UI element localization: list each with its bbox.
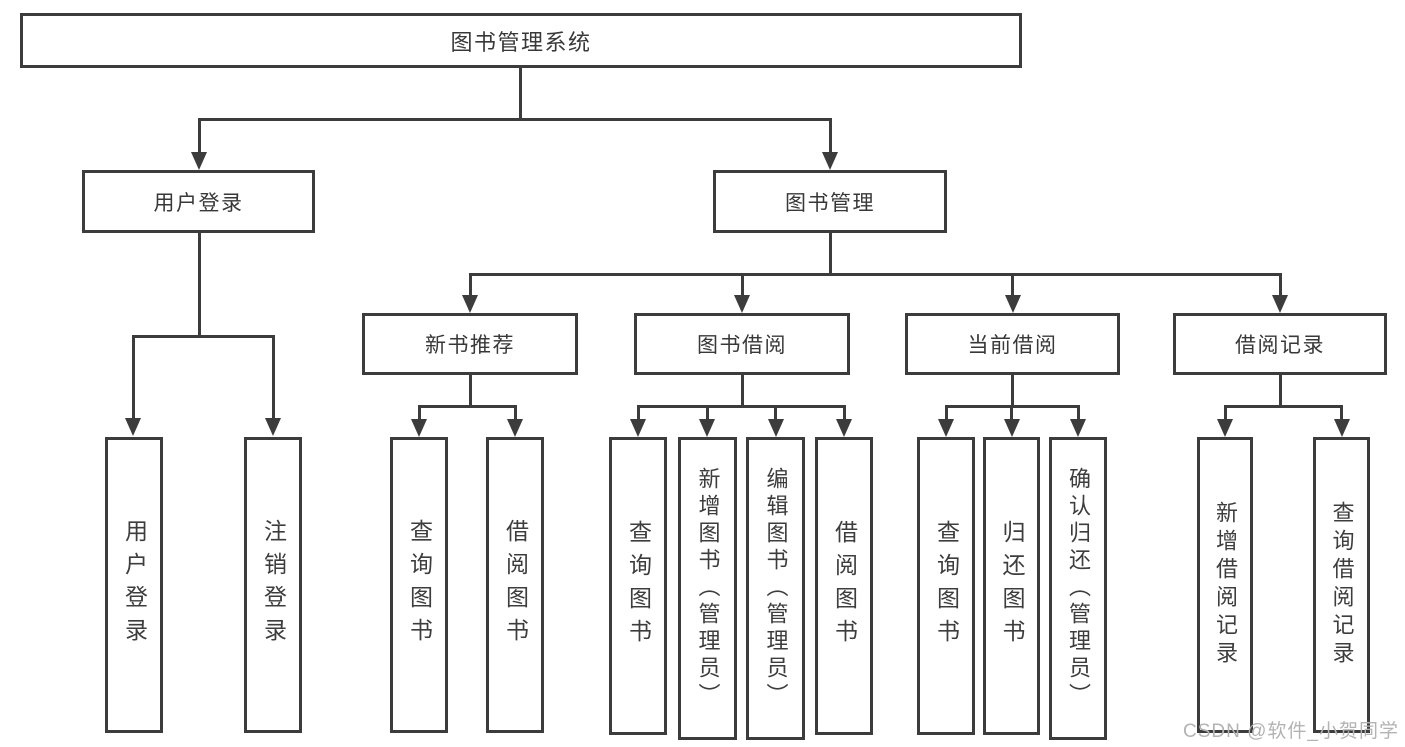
leaf-confirm-return-admin-label: 确认归还（管理员） [1066,467,1091,710]
arrow-down-icon [462,295,478,313]
connector-leaf [774,405,777,421]
connector-to-current-borrowing [1011,273,1014,297]
connector-level3-bar [468,273,1282,276]
arrow-down-icon [191,152,207,170]
connector-leaf [513,405,517,421]
leaf-logout-label: 注销登录 [260,519,287,651]
connector-recommend-stem [468,375,472,408]
node-borrowing-records-label: 借阅记录 [1235,334,1325,357]
node-book-management-label: 图书管理 [785,191,875,215]
leaf-add-borrow-record: 新增借阅记录 [1197,437,1253,733]
connector-root-bar [197,118,832,121]
leaf-query-borrow-record-label: 查询借阅记录 [1329,501,1355,669]
connector-records-stem [1278,375,1282,408]
arrow-down-icon [938,419,954,437]
leaf-query-books-current: 查询图书 [917,437,975,735]
leaf-query-borrow-record: 查询借阅记录 [1313,437,1370,733]
leaf-return-books: 归还图书 [983,437,1040,735]
connector-leaf [705,405,709,421]
arrow-down-icon [411,419,427,437]
connector-leaf [944,405,948,421]
connector-book-management-stem [828,233,832,276]
connector-to-book-borrowing [740,273,744,297]
connector-user-login-bar [131,335,275,338]
connector-to-user-login [197,118,201,154]
arrow-down-icon [265,418,281,436]
connector-current-stem [1011,375,1014,408]
arrow-down-icon [734,295,750,313]
arrow-down-icon [699,419,715,437]
connector-leaf [1223,405,1227,421]
node-root-system: 图书管理系统 [20,13,1022,68]
leaf-confirm-return-admin: 确认归还（管理员） [1049,437,1107,740]
node-book-borrowing: 图书借阅 [634,313,850,375]
arrow-down-icon [630,419,646,437]
leaf-query-books-borrowing-label: 查询图书 [625,520,652,652]
arrow-down-icon [1272,295,1288,313]
connector-leaf [1010,405,1013,421]
node-book-borrowing-label: 图书借阅 [697,334,787,357]
node-book-management: 图书管理 [713,170,947,233]
connector-borrowing-stem [740,375,744,408]
connector-root-trunk [518,66,522,121]
leaf-logout: 注销登录 [244,437,302,733]
node-user-login-label: 用户登录 [153,191,244,215]
node-new-book-recommendation: 新书推荐 [362,313,578,375]
leaf-user-login-label: 用户登录 [121,519,148,651]
node-current-borrowing: 当前借阅 [905,313,1120,375]
connector-recommend-bar [417,405,517,408]
leaf-add-books-admin: 新增图书（管理员） [678,437,737,740]
arrow-down-icon [125,418,141,436]
leaf-borrow-books-recommend-label: 借阅图书 [502,519,529,651]
leaf-return-books-label: 归还图书 [999,520,1025,652]
arrow-down-icon [822,152,838,170]
leaf-query-books-borrowing: 查询图书 [609,437,667,735]
connector-to-leaf-logout [271,335,275,419]
arrow-down-icon [1070,419,1086,437]
leaf-edit-books-admin: 编辑图书（管理员） [746,437,805,740]
connector-to-book-management [828,118,832,154]
leaf-borrow-books-label: 借阅图书 [831,520,858,652]
connector-leaf [1076,405,1080,421]
arrow-down-icon [767,419,784,437]
node-current-borrowing-label: 当前借阅 [967,334,1058,357]
connector-to-leaf-user-login [131,335,135,419]
connector-leaf [417,405,421,421]
connector-to-borrowing-records [1278,273,1282,297]
connector-records-bar [1223,405,1343,408]
leaf-query-books-recommend-label: 查询图书 [406,519,433,651]
connector-leaf [1340,405,1343,421]
leaf-borrow-books: 借阅图书 [815,437,873,735]
connector-borrowing-bar [636,405,846,408]
arrow-down-icon [1333,419,1350,437]
leaf-user-login: 用户登录 [105,437,163,733]
connector-leaf [636,405,640,421]
node-new-book-recommendation-label: 新书推荐 [425,334,515,357]
csdn-watermark: CSDN @软件_小贺同学 [1183,721,1399,742]
arrow-down-icon [836,419,852,437]
leaf-add-books-admin-label: 新增图书（管理员） [695,467,721,710]
connector-user-login-stem [197,233,201,338]
connector-leaf [842,405,846,421]
arrow-down-icon [1217,419,1233,437]
leaf-edit-books-admin-label: 编辑图书（管理员） [763,467,789,710]
node-user-login: 用户登录 [82,170,315,233]
node-borrowing-records: 借阅记录 [1173,313,1387,375]
leaf-query-books-current-label: 查询图书 [933,520,960,652]
leaf-query-books-recommend: 查询图书 [390,437,448,733]
arrow-down-icon [1004,295,1021,313]
node-root-label: 图书管理系统 [450,29,592,55]
connector-to-new-book-recommendation [468,273,472,297]
leaf-add-borrow-record-label: 新增借阅记录 [1213,501,1238,669]
arrow-down-icon [1003,419,1020,437]
leaf-borrow-books-recommend: 借阅图书 [486,437,544,733]
arrow-down-icon [507,419,523,437]
